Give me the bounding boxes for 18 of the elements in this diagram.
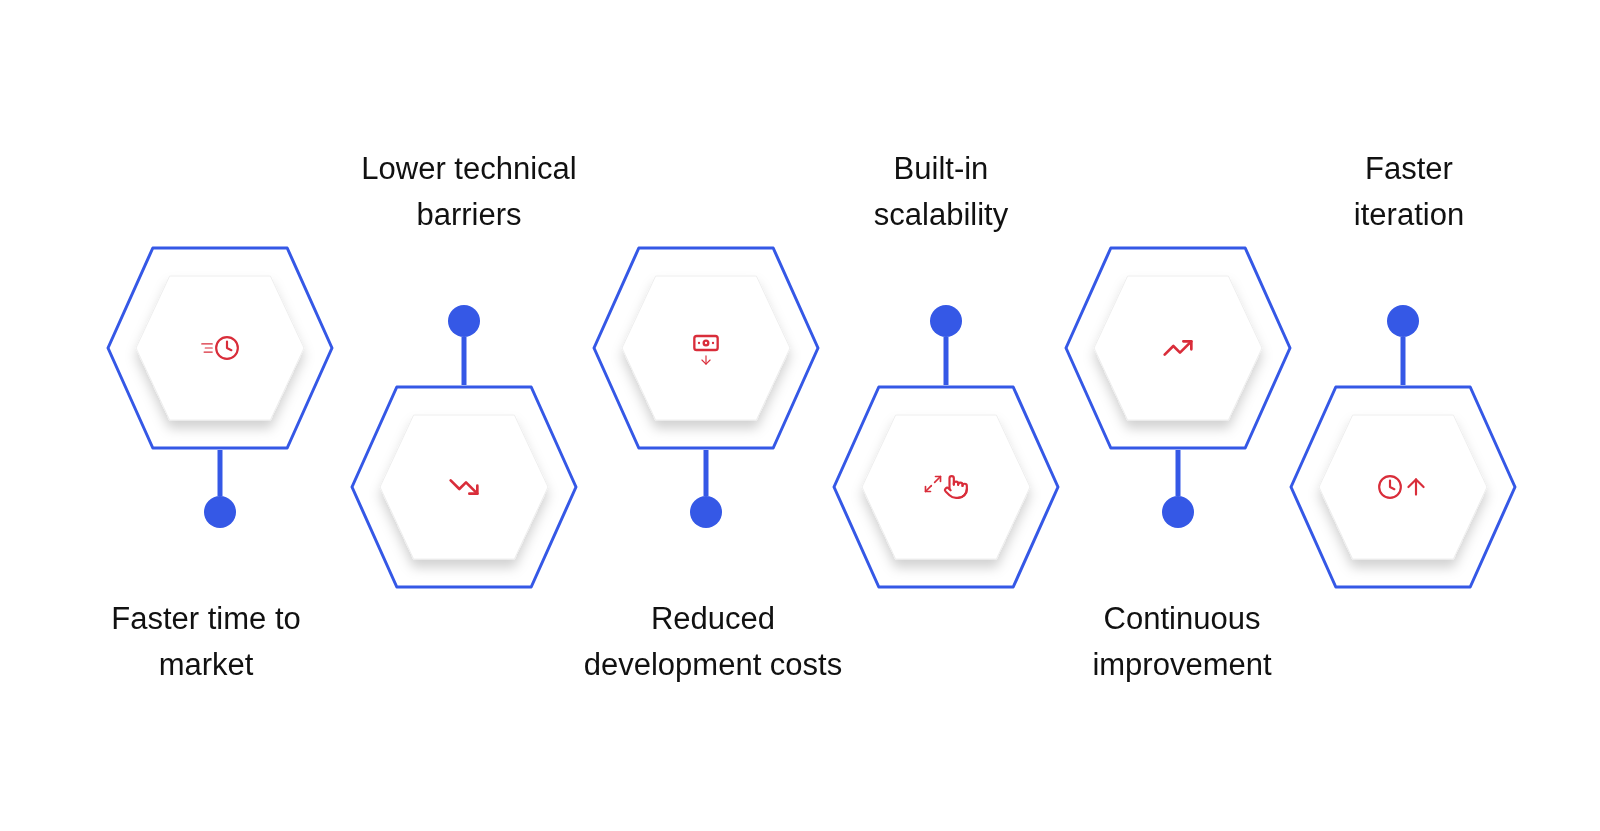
benefit-label: Continuous improvement (1091, 600, 1273, 684)
benefit-label: Built-in scalability (872, 150, 1010, 234)
connector-line (461, 337, 467, 385)
connector-line (1175, 450, 1181, 496)
benefit-label: Faster iteration (1352, 150, 1466, 234)
connector-line (217, 450, 223, 496)
connector-line (943, 337, 949, 385)
connector-line (703, 450, 709, 496)
benefit-label: Reduced development costs (582, 600, 844, 684)
hexagon-node (592, 246, 820, 450)
benefit-label: Faster time to market (110, 600, 302, 684)
hexagon-node (1064, 246, 1292, 450)
hexagon-node (106, 246, 334, 450)
hexagon-node (350, 385, 578, 589)
connector-line (1400, 337, 1406, 385)
hexagon-node (1289, 385, 1517, 589)
benefit-label: Lower technical barriers (360, 150, 578, 234)
hexagon-node (832, 385, 1060, 589)
